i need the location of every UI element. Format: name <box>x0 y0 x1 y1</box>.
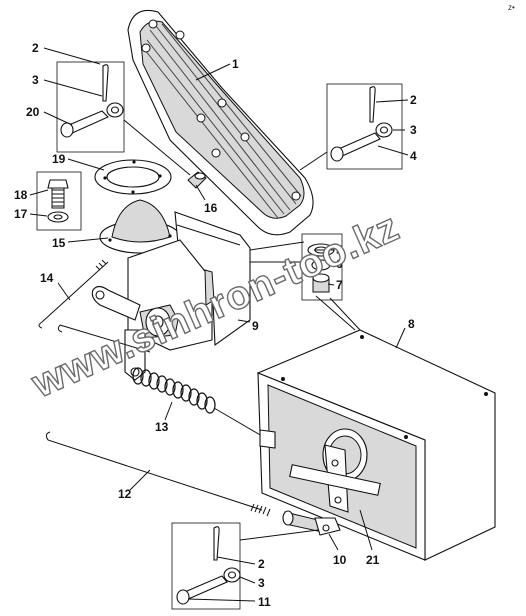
housing-part <box>256 329 496 561</box>
callout-17: 17 <box>14 207 28 221</box>
callout-3-lower: 3 <box>258 576 265 590</box>
callout-14: 14 <box>40 271 54 285</box>
pin-set-upper-right <box>299 83 403 171</box>
callout-3-upper-left: 3 <box>32 73 39 87</box>
callout-15: 15 <box>52 236 66 250</box>
callout-19: 19 <box>52 152 66 166</box>
fork-joint-part <box>282 510 341 536</box>
pin-set-upper-left <box>56 61 191 176</box>
callout-9: 9 <box>252 319 259 333</box>
leader-lines <box>29 47 409 602</box>
callout-2-upper-left: 2 <box>32 41 39 55</box>
gasket-part <box>94 159 172 195</box>
callout-16: 16 <box>204 201 218 215</box>
pedal-part <box>127 9 314 236</box>
callout-5: 5 <box>336 243 343 257</box>
callout-18: 18 <box>14 188 28 202</box>
callout-4: 4 <box>410 149 417 163</box>
rod-part <box>187 171 207 189</box>
callout-12: 12 <box>118 487 132 501</box>
callout-11: 11 <box>258 595 271 609</box>
callout-6: 6 <box>336 257 343 271</box>
bolt-and-washer <box>36 171 82 231</box>
callout-8: 8 <box>408 317 415 331</box>
callout-2-upper-right: 2 <box>410 93 417 107</box>
callout-2-lower: 2 <box>258 557 265 571</box>
return-spring-part <box>132 367 263 437</box>
callout-7: 7 <box>336 278 343 292</box>
pin-set-lower <box>171 522 319 610</box>
corner-mark: z• <box>508 3 515 12</box>
callout-labels: 1 2 3 20 2 3 4 19 18 17 16 15 5 6 7 14 9… <box>14 41 417 609</box>
callout-13: 13 <box>155 420 169 434</box>
rod-14-part <box>38 259 109 329</box>
washer-stack <box>249 233 361 331</box>
callout-21: 21 <box>366 553 380 567</box>
long-rod-part <box>45 431 271 517</box>
callout-1: 1 <box>232 57 239 71</box>
callout-20: 20 <box>26 105 40 119</box>
callout-3-upper-right: 3 <box>410 123 417 137</box>
callout-10: 10 <box>333 553 347 567</box>
lever-assembly <box>57 285 179 381</box>
